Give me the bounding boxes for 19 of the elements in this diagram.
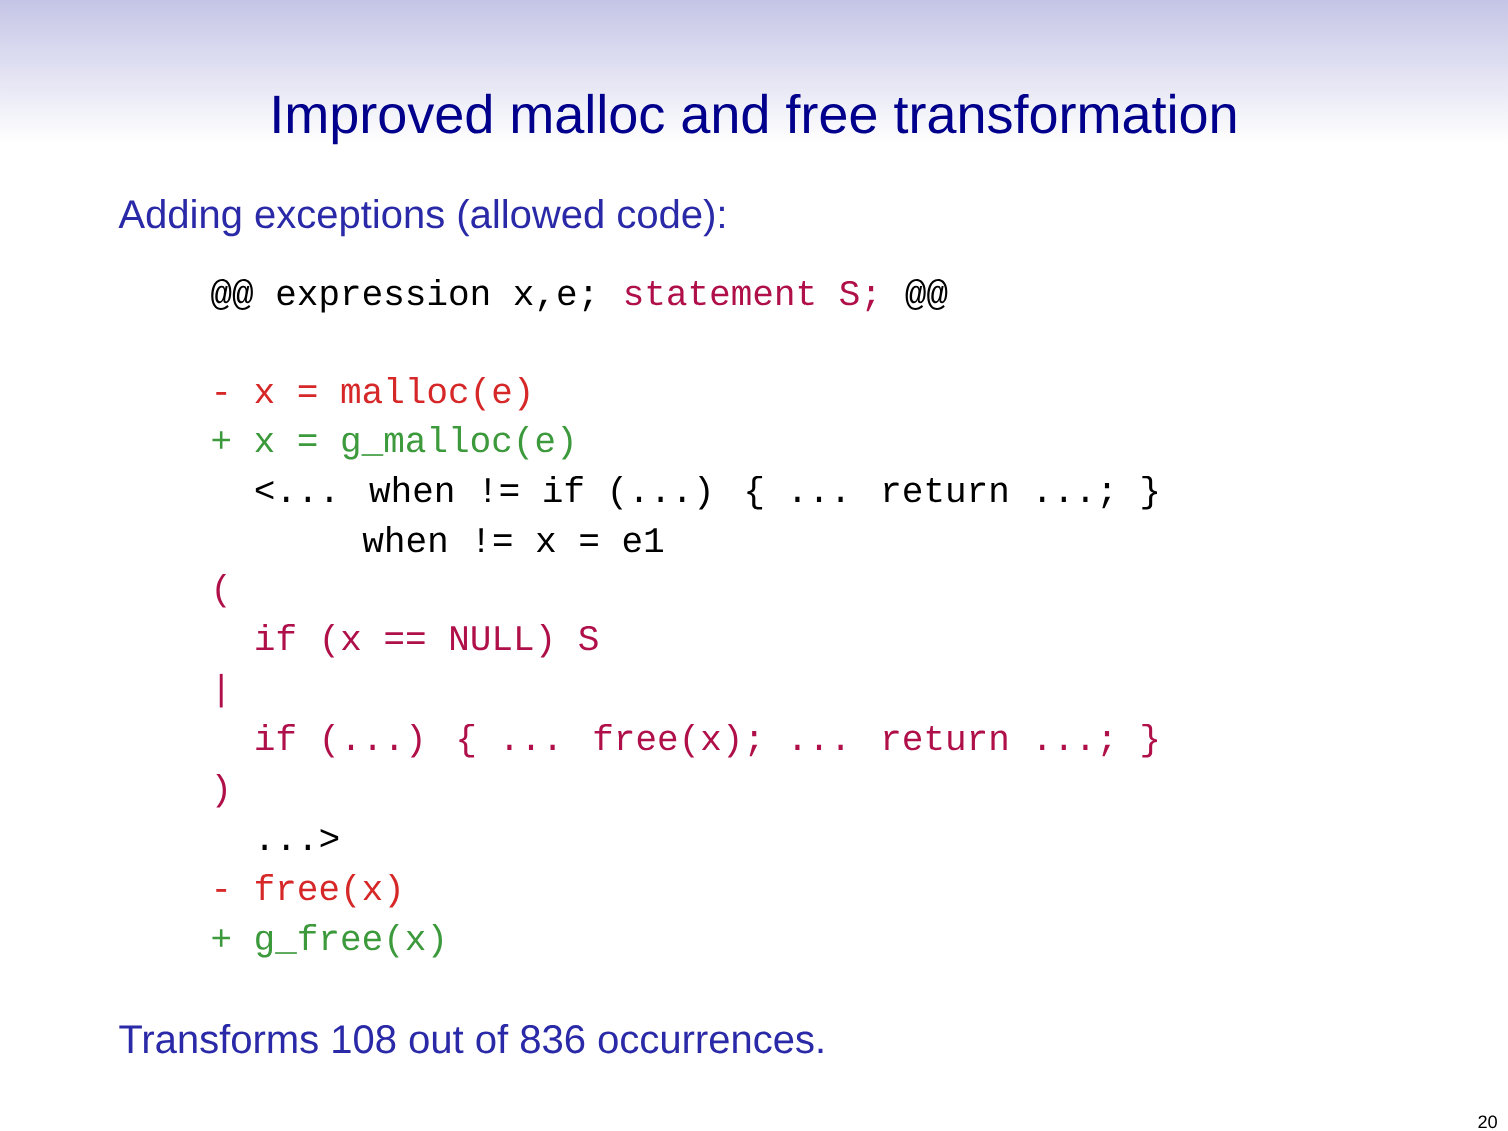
code-line: @@ xyxy=(905,278,948,310)
code-line: ( xyxy=(216,573,227,608)
body-text: Transforms 108 out of 836 occurrences. xyxy=(119,1024,823,1054)
code-line: + x = g_malloc(e) xyxy=(212,425,572,460)
code-line: + g_free(x) xyxy=(212,923,442,958)
code-line: <... when != if (...) { ... return ...; } xyxy=(255,475,1157,510)
page-number: 20 xyxy=(1478,1115,1497,1129)
code-line: @@ expression x,e; xyxy=(211,278,592,313)
code-line: when != x = e1 xyxy=(362,525,663,553)
slide-title: Improved malloc and free transformation xyxy=(274,93,1236,145)
code-line: - x = malloc(e) xyxy=(216,376,529,411)
code-line: if (x == NULL) S xyxy=(256,623,598,658)
code-line: if (...) { ... free(x); ... return ...; } xyxy=(256,723,1157,758)
code-line: - free(x) xyxy=(216,873,399,908)
body-text: Adding exceptions (allowed code): xyxy=(118,199,724,237)
code-line: ...> xyxy=(262,829,339,850)
code-line: ) xyxy=(216,773,226,808)
code-line: | xyxy=(219,673,223,708)
code-line: statement S; xyxy=(625,280,875,312)
